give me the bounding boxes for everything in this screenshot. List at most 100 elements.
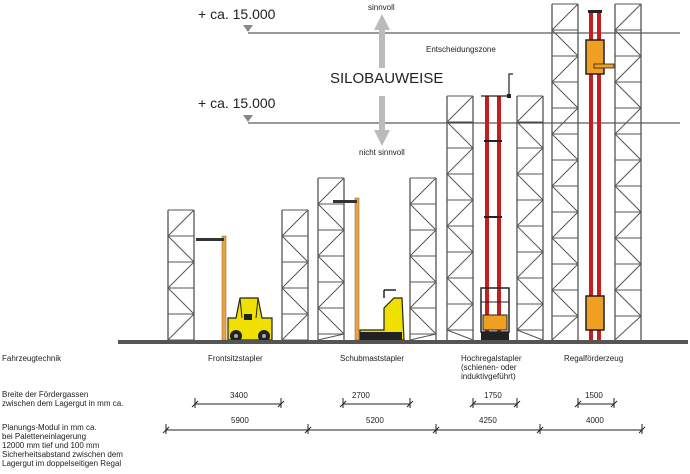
rack-member bbox=[446, 277, 474, 305]
rack-member bbox=[281, 261, 309, 289]
rack-member bbox=[446, 329, 474, 341]
rack-member bbox=[281, 209, 309, 237]
rack-member bbox=[281, 287, 309, 315]
modul-label-line3: 12000 mm tief und 100 mm bbox=[2, 441, 100, 450]
vehicle-name-rbg: Regalförderzeug bbox=[564, 354, 623, 363]
rack-member bbox=[551, 133, 579, 161]
vehicle-name-hochregal: Hochregalstapler bbox=[461, 354, 522, 363]
vehicle-name-hochregal-line3: induktivgeführt) bbox=[461, 372, 516, 381]
reach-truck-fork bbox=[333, 200, 357, 203]
rack-member bbox=[614, 133, 642, 161]
rack-member bbox=[446, 95, 474, 123]
rack-member bbox=[516, 329, 544, 341]
breite-label-line2: zwischen dem Lagergut in mm ca. bbox=[2, 399, 123, 408]
ground-line bbox=[118, 340, 688, 344]
upper-height-marker bbox=[243, 25, 253, 32]
rack-member bbox=[317, 177, 345, 205]
module-hochregal: 4250 bbox=[479, 416, 497, 425]
rack-member bbox=[516, 277, 544, 305]
rack-member bbox=[614, 263, 642, 291]
rack-member bbox=[167, 209, 195, 237]
entscheidungszone-label: Entscheidungszone bbox=[426, 45, 496, 54]
rack-member bbox=[551, 315, 579, 341]
rack-member bbox=[409, 229, 437, 257]
modul-label-line1: Planungs-Modul in mm ca. bbox=[2, 423, 97, 432]
rack-member bbox=[551, 237, 579, 265]
rack-member bbox=[167, 261, 195, 289]
vehicle-name-schubmast: Schubmaststapler bbox=[340, 354, 404, 363]
front-forklift-fork bbox=[196, 238, 224, 241]
rack-member bbox=[516, 199, 544, 227]
hochregalstapler-vehicle bbox=[480, 73, 513, 340]
rack-member bbox=[551, 211, 579, 239]
rack-member bbox=[409, 203, 437, 231]
rack-member bbox=[409, 255, 437, 283]
rack-member bbox=[614, 289, 642, 317]
rack-member bbox=[446, 303, 474, 331]
sinnvoll-label: sinnvoll bbox=[368, 3, 395, 12]
rack-member bbox=[551, 185, 579, 213]
rack-member bbox=[446, 173, 474, 201]
breite-label-line1: Breite der Fördergassen bbox=[2, 390, 88, 399]
module-rbg: 4000 bbox=[586, 416, 604, 425]
rack-member bbox=[516, 95, 544, 123]
lower-height-label: + ca. 15.000 bbox=[198, 95, 276, 111]
vehicle-name-hochregal-line2: (schienen- oder bbox=[461, 363, 517, 372]
fahrzeugtechnik-label: Fahrzeugtechnik bbox=[2, 354, 62, 363]
aisle-width-schubmast: 2700 bbox=[352, 391, 370, 400]
modul-label-line2: bei Paletteneinlagerung bbox=[2, 432, 86, 441]
rack-member bbox=[167, 287, 195, 315]
rack-member bbox=[551, 289, 579, 317]
dimension-mark bbox=[536, 426, 544, 434]
front-forklift-body bbox=[227, 297, 273, 342]
rack-member bbox=[317, 281, 345, 309]
rack-member bbox=[516, 147, 544, 175]
rack-member bbox=[409, 177, 437, 205]
rack-member bbox=[446, 147, 474, 175]
dimension-mark bbox=[304, 426, 312, 434]
rack-member bbox=[409, 281, 437, 309]
rack-member bbox=[551, 107, 579, 135]
lower-height-marker bbox=[243, 115, 253, 122]
rack-member bbox=[281, 235, 309, 263]
rack-member bbox=[551, 263, 579, 291]
rack-member bbox=[551, 159, 579, 187]
rack-member bbox=[317, 203, 345, 231]
front-forklift-mast bbox=[221, 235, 227, 341]
rack-member bbox=[614, 237, 642, 265]
upper-height-label: + ca. 15.000 bbox=[198, 6, 276, 22]
rack-member bbox=[167, 313, 195, 341]
module-schubmast: 5200 bbox=[366, 416, 384, 425]
aisle-width-frontsitz: 3400 bbox=[230, 391, 248, 400]
aisle-width-hochregal: 1750 bbox=[484, 391, 502, 400]
reach-truck-body bbox=[359, 297, 405, 341]
rack-member bbox=[516, 303, 544, 331]
rack-member bbox=[614, 315, 642, 341]
rack-member bbox=[446, 199, 474, 227]
rack-member bbox=[614, 159, 642, 187]
rack-member bbox=[281, 313, 309, 341]
rack-member bbox=[614, 29, 642, 57]
rack-member bbox=[614, 81, 642, 109]
dimension-mark bbox=[277, 400, 285, 408]
rack-member bbox=[614, 185, 642, 213]
rack-member bbox=[409, 333, 437, 341]
dimension-mark bbox=[513, 400, 521, 408]
rack-member bbox=[317, 255, 345, 283]
dimension-mark bbox=[638, 426, 646, 434]
dimension-mark bbox=[162, 426, 170, 434]
rack-member bbox=[516, 251, 544, 279]
dimension-mark bbox=[406, 400, 414, 408]
rbg-upper-cabin bbox=[585, 39, 605, 75]
rack-member bbox=[614, 107, 642, 135]
rack-member bbox=[446, 251, 474, 279]
rack-member bbox=[446, 225, 474, 253]
frontsitzstapler-vehicle bbox=[196, 235, 273, 342]
rack-member bbox=[317, 229, 345, 257]
rack-member bbox=[446, 121, 474, 149]
nicht-sinnvoll-arrow bbox=[374, 96, 390, 146]
rack-member bbox=[551, 55, 579, 83]
rack-member bbox=[167, 235, 195, 263]
schubmaststapler-vehicle bbox=[333, 197, 405, 341]
dimension-lines bbox=[162, 398, 646, 434]
